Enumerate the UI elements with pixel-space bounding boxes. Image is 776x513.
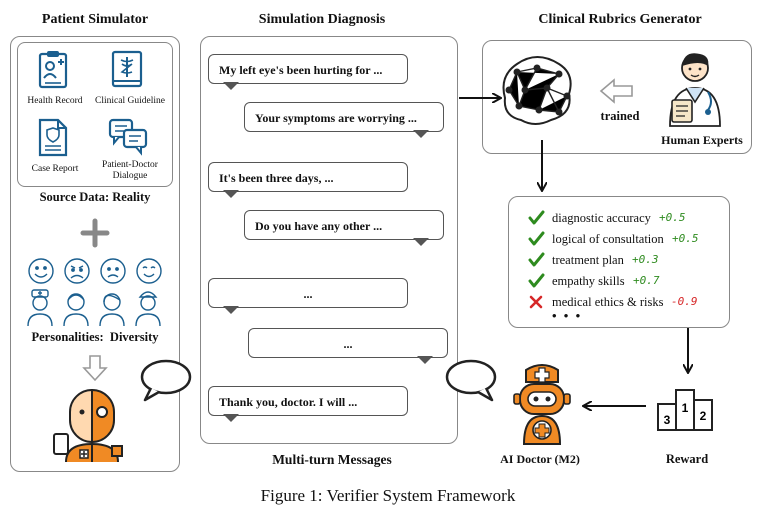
- dialogue-message-4: Do you have any other ...: [244, 210, 444, 246]
- dialogue-message-6: ...: [248, 328, 448, 364]
- svg-text:1: 1: [682, 401, 689, 415]
- multi-turn-messages-label: Multi-turn Messages: [272, 452, 392, 467]
- svg-text:2: 2: [700, 409, 707, 423]
- rubric-label: logical of consultation: [552, 232, 664, 246]
- figure-caption: Figure 1: Verifier System Framework: [260, 486, 516, 505]
- patient-doctor-dialogue-label: Patient-Doctor Dialogue: [102, 160, 158, 181]
- source-data-label: Source Data: Reality: [39, 190, 151, 204]
- clinical-guideline-icon: [111, 50, 143, 88]
- dialogue-message-7: Thank you, doctor. I will ...: [208, 386, 408, 422]
- rubrics-more-indicator: • • •: [552, 308, 583, 323]
- check-icon: [528, 231, 545, 246]
- rubric-label: diagnostic accuracy: [552, 211, 651, 225]
- ai-doctor-label: AI Doctor (M2): [500, 452, 580, 466]
- reward-podium-icon: 3 1 2: [657, 389, 713, 431]
- reward-label: Reward: [665, 452, 709, 466]
- personalities-label: Personalities: Diversity: [31, 330, 159, 344]
- human-expert-doctor-icon: [669, 53, 721, 127]
- check-icon: [528, 252, 545, 267]
- source-data-box: [17, 42, 173, 187]
- clinical-rubrics-generator-title: Clinical Rubrics Generator: [538, 12, 702, 27]
- patient-robot-icon: [53, 388, 123, 463]
- clinical-guideline-label: Clinical Guideline: [95, 96, 165, 106]
- rubric-score: +0.5: [672, 232, 699, 245]
- down-arrow-icon: [82, 355, 108, 382]
- dialogue-message-5: ...: [208, 278, 408, 314]
- simulation-diagnosis-title: Simulation Diagnosis: [258, 12, 386, 27]
- rubric-score: -0.9: [671, 295, 698, 308]
- health-record-icon: [38, 51, 68, 89]
- rubric-label: treatment plan: [552, 253, 624, 267]
- plus-icon: [80, 218, 110, 248]
- svg-text:3: 3: [664, 413, 671, 427]
- rubric-label: medical ethics & risks: [552, 295, 664, 309]
- health-record-label: Health Record: [27, 96, 83, 106]
- dialogue-message-3: It's been three days, ...: [208, 162, 408, 198]
- human-experts-label: Human Experts: [661, 133, 743, 147]
- dialogue-message-2: Your symptoms are worrying ...: [244, 102, 444, 138]
- neural-network-brain-icon: [502, 56, 572, 125]
- rubrics-panel: [508, 196, 730, 328]
- dialogue-message-1: My left eye's been hurting for ...: [208, 54, 408, 90]
- rubric-score: +0.7: [633, 274, 660, 287]
- case-report-label: Case Report: [31, 164, 79, 174]
- patient-simulator-title: Patient Simulator: [41, 12, 149, 27]
- rubric-label: empathy skills: [552, 274, 625, 288]
- emotion-faces-icon: [28, 258, 162, 284]
- trained-label: trained: [600, 109, 640, 123]
- ai-doctor-robot-icon: [513, 364, 571, 445]
- rubric-score: +0.5: [659, 211, 686, 224]
- patient-doctor-dialogue-icon: [108, 118, 148, 156]
- speech-bubble-right-icon: [445, 359, 497, 402]
- speech-bubble-left-icon: [140, 359, 192, 402]
- case-report-icon: [38, 118, 68, 157]
- check-icon: [528, 210, 545, 225]
- rubric-score: +0.3: [632, 253, 659, 266]
- cross-icon: [529, 295, 543, 309]
- check-icon: [528, 273, 545, 288]
- left-arrow-icon: [599, 78, 633, 104]
- diverse-people-icon: [27, 289, 161, 327]
